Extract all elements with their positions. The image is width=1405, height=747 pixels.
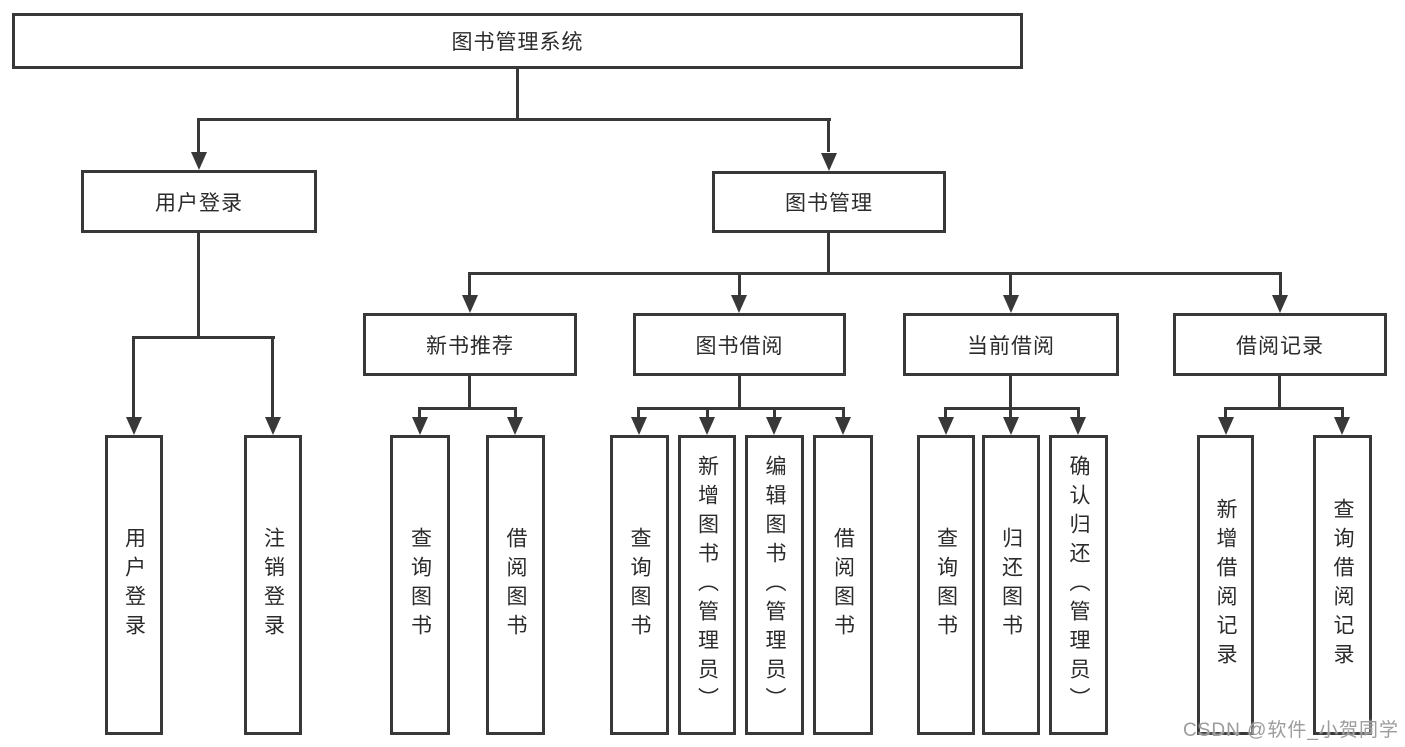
connector-line (738, 376, 741, 407)
arrowhead-icon (126, 417, 142, 435)
node-leaf-br-add-record: 新增借阅记录 (1197, 435, 1254, 735)
node-borrowing-records: 借阅记录 (1173, 313, 1387, 376)
connector-line (418, 407, 517, 410)
node-leaf-nb-borrow-books: 借阅图书 (486, 435, 545, 735)
node-new-book-recommend: 新书推荐 (363, 313, 577, 376)
node-label: 确认归还（管理员） (1067, 454, 1090, 716)
node-leaf-bb-borrow-books: 借阅图书 (813, 435, 873, 735)
node-leaf-bb-add-books: 新增图书（管理员） (678, 435, 736, 735)
node-label: 借阅图书 (831, 527, 855, 643)
node-label: 新增借阅记录 (1214, 498, 1237, 672)
arrowhead-icon (1334, 417, 1350, 435)
connector-line (738, 272, 741, 295)
node-label: 借阅记录 (1236, 334, 1324, 358)
node-leaf-bb-query-books: 查询图书 (610, 435, 669, 735)
connector-line (637, 407, 845, 410)
node-leaf-br-query-record: 查询借阅记录 (1313, 435, 1372, 735)
node-leaf-cb-query-books: 查询图书 (917, 435, 975, 735)
node-label: 注销登录 (261, 527, 285, 643)
arrowhead-icon (835, 417, 851, 435)
arrowhead-icon (265, 417, 281, 435)
arrowhead-icon (699, 417, 715, 435)
csdn-watermark: CSDN @软件_小贺同学 (1183, 720, 1399, 741)
connector-line (197, 233, 200, 336)
connector-line (773, 407, 776, 417)
connector-line (827, 233, 830, 272)
connector-line (1341, 407, 1344, 417)
node-label: 新书推荐 (426, 334, 514, 358)
node-label: 新增图书（管理员） (695, 454, 719, 716)
connector-line (637, 407, 640, 417)
node-leaf-bb-edit-books: 编辑图书（管理员） (745, 435, 804, 735)
node-label: 编辑图书（管理员） (763, 454, 786, 716)
node-leaf-logout: 注销登录 (244, 435, 302, 735)
connector-line (468, 272, 471, 295)
node-label: 图书借阅 (695, 334, 784, 358)
node-book-management: 图书管理 (712, 171, 946, 233)
node-user-login: 用户登录 (81, 170, 317, 233)
node-library-management-system: 图书管理系统 (12, 13, 1023, 69)
node-leaf-cb-return-books: 归还图书 (982, 435, 1040, 735)
node-label: 用户登录 (155, 191, 243, 215)
connector-line (468, 272, 1282, 275)
connector-line (271, 336, 274, 417)
connector-line (516, 69, 519, 118)
arrowhead-icon (1070, 417, 1086, 435)
connector-line (197, 118, 200, 152)
connector-line (468, 376, 471, 407)
arrowhead-icon (938, 417, 954, 435)
connector-line (1279, 272, 1282, 295)
arrowhead-icon (1218, 417, 1234, 435)
node-book-borrowing: 图书借阅 (633, 313, 846, 376)
connector-line (514, 407, 517, 417)
node-label: 借阅图书 (504, 527, 527, 643)
connector-line (1224, 407, 1344, 410)
arrowhead-icon (766, 417, 782, 435)
node-label: 用户登录 (122, 527, 146, 643)
node-label: 查询借阅记录 (1331, 498, 1354, 672)
connector-line (418, 407, 421, 417)
node-current-borrowing: 当前借阅 (903, 313, 1119, 376)
connector-line (132, 336, 275, 339)
connector-line (132, 336, 135, 417)
node-label: 查询图书 (934, 527, 958, 643)
arrowhead-icon (1003, 295, 1019, 313)
node-label: 归还图书 (999, 527, 1023, 643)
node-label: 查询图书 (408, 527, 432, 643)
arrowhead-icon (462, 295, 478, 313)
arrowhead-icon (412, 417, 428, 435)
node-label: 图书管理 (785, 192, 873, 215)
node-label: 当前借阅 (967, 334, 1055, 358)
arrowhead-icon (507, 417, 523, 435)
connector-line (1224, 407, 1227, 417)
arrowhead-icon (631, 417, 647, 435)
node-label: 图书管理系统 (451, 31, 584, 54)
connector-line (944, 407, 1080, 410)
arrowhead-icon (191, 152, 207, 170)
connector-line (1278, 376, 1281, 407)
arrowhead-icon (731, 295, 747, 313)
node-label: 查询图书 (628, 527, 651, 643)
connector-line (197, 118, 831, 121)
node-leaf-user-login: 用户登录 (105, 435, 163, 735)
connector-line (1009, 272, 1012, 295)
node-leaf-cb-confirm-return: 确认归还（管理员） (1049, 435, 1108, 735)
arrowhead-icon (1272, 295, 1288, 313)
connector-line (1009, 407, 1012, 417)
connector-line (944, 407, 947, 417)
node-leaf-nb-query-books: 查询图书 (390, 435, 450, 735)
arrowhead-icon (1003, 417, 1019, 435)
arrowhead-icon (821, 153, 837, 171)
connector-line (827, 118, 830, 152)
connector-line (706, 407, 709, 417)
connector-line (1077, 407, 1080, 417)
connector-line (1009, 376, 1012, 407)
connector-line (842, 407, 845, 417)
